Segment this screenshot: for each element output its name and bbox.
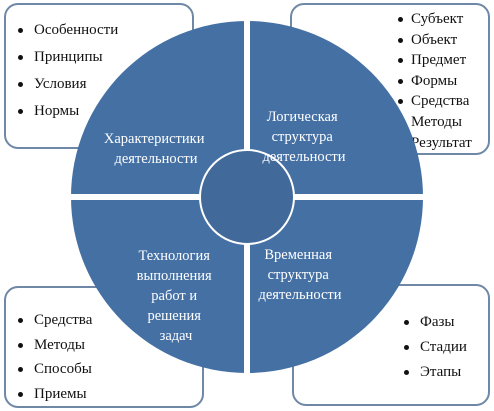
list-item: Особенности — [18, 17, 118, 44]
list-item: Нормы — [18, 98, 118, 125]
quadrant-label-logical-structure: Логическая структура деятельности — [262, 109, 345, 165]
features-list: Особенности Принципы Условия Нормы — [18, 17, 118, 125]
list-item: Этапы — [404, 360, 467, 385]
list-item: Объект — [398, 30, 472, 51]
list-item: Субъект — [398, 9, 472, 30]
quadrant-label-characteristics: Характеристики деятельности — [104, 131, 208, 167]
quadrant-label-technology: Технология выполнения работ и решения за… — [137, 248, 216, 344]
logical-structure-list: Субъект Объект Предмет Формы Средства Ме… — [398, 9, 472, 153]
list-item: Методы — [18, 333, 92, 358]
list-item: Средства — [18, 308, 92, 333]
wheel-hub — [199, 149, 295, 245]
list-item: Средства — [398, 91, 472, 112]
list-item: Способы — [18, 357, 92, 382]
list-item: Формы — [398, 71, 472, 92]
quadrant-label-time-structure: Временная структура деятельности — [258, 247, 341, 303]
list-item: Стадии — [404, 335, 467, 360]
time-structure-list: Фазы Стадии Этапы — [404, 310, 467, 385]
list-item: Фазы — [404, 310, 467, 335]
list-item: Условия — [18, 71, 118, 98]
technology-list: Средства Методы Способы Приемы — [18, 308, 92, 406]
list-item: Принципы — [18, 44, 118, 71]
list-item: Приемы — [18, 382, 92, 407]
list-item: Предмет — [398, 50, 472, 71]
